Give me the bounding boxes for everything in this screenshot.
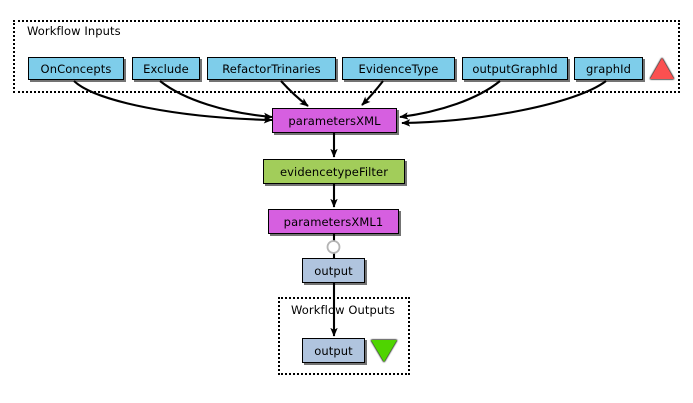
process-node-label: parametersXML1 — [283, 214, 384, 229]
input-node-label: graphId — [585, 61, 632, 76]
workflow-outputs-group — [278, 297, 410, 375]
port-node-output[interactable]: output — [302, 258, 365, 283]
process-node-label: evidencetypeFilter — [279, 164, 389, 179]
workflow-inputs-group — [13, 20, 680, 93]
input-node-exclude[interactable]: Exclude — [132, 57, 200, 80]
input-node-evidencetype[interactable]: EvidenceType — [342, 57, 455, 80]
process-node-parametersxml1[interactable]: parametersXML1 — [268, 209, 399, 234]
workflow-outputs-label: Workflow Outputs — [291, 303, 395, 317]
output-port-connector-circle — [326, 240, 341, 254]
workflow-output-node[interactable]: output — [302, 338, 365, 363]
process-node-parametersxml[interactable]: parametersXML — [272, 108, 397, 133]
input-node-label: outputGraphId — [472, 61, 558, 76]
input-node-outputgraphid[interactable]: outputGraphId — [462, 57, 568, 80]
input-node-onconcepts[interactable]: OnConcepts — [28, 57, 124, 80]
input-node-label: OnConcepts — [40, 61, 112, 76]
workflow-inputs-label: Workflow Inputs — [27, 24, 121, 38]
input-node-refactortrinaries[interactable]: RefactorTrinaries — [207, 57, 336, 80]
input-node-graphid[interactable]: graphId — [574, 57, 643, 80]
input-node-label: RefactorTrinaries — [222, 61, 321, 76]
port-node-label: output — [314, 343, 353, 358]
input-node-label: Exclude — [143, 61, 189, 76]
input-marker-triangle — [650, 58, 674, 79]
output-marker-triangle — [371, 340, 397, 362]
input-node-label: EvidenceType — [358, 61, 439, 76]
process-node-label: parametersXML — [288, 113, 381, 128]
port-node-label: output — [314, 263, 353, 278]
process-node-evidencetypefilter[interactable]: evidencetypeFilter — [263, 159, 405, 184]
